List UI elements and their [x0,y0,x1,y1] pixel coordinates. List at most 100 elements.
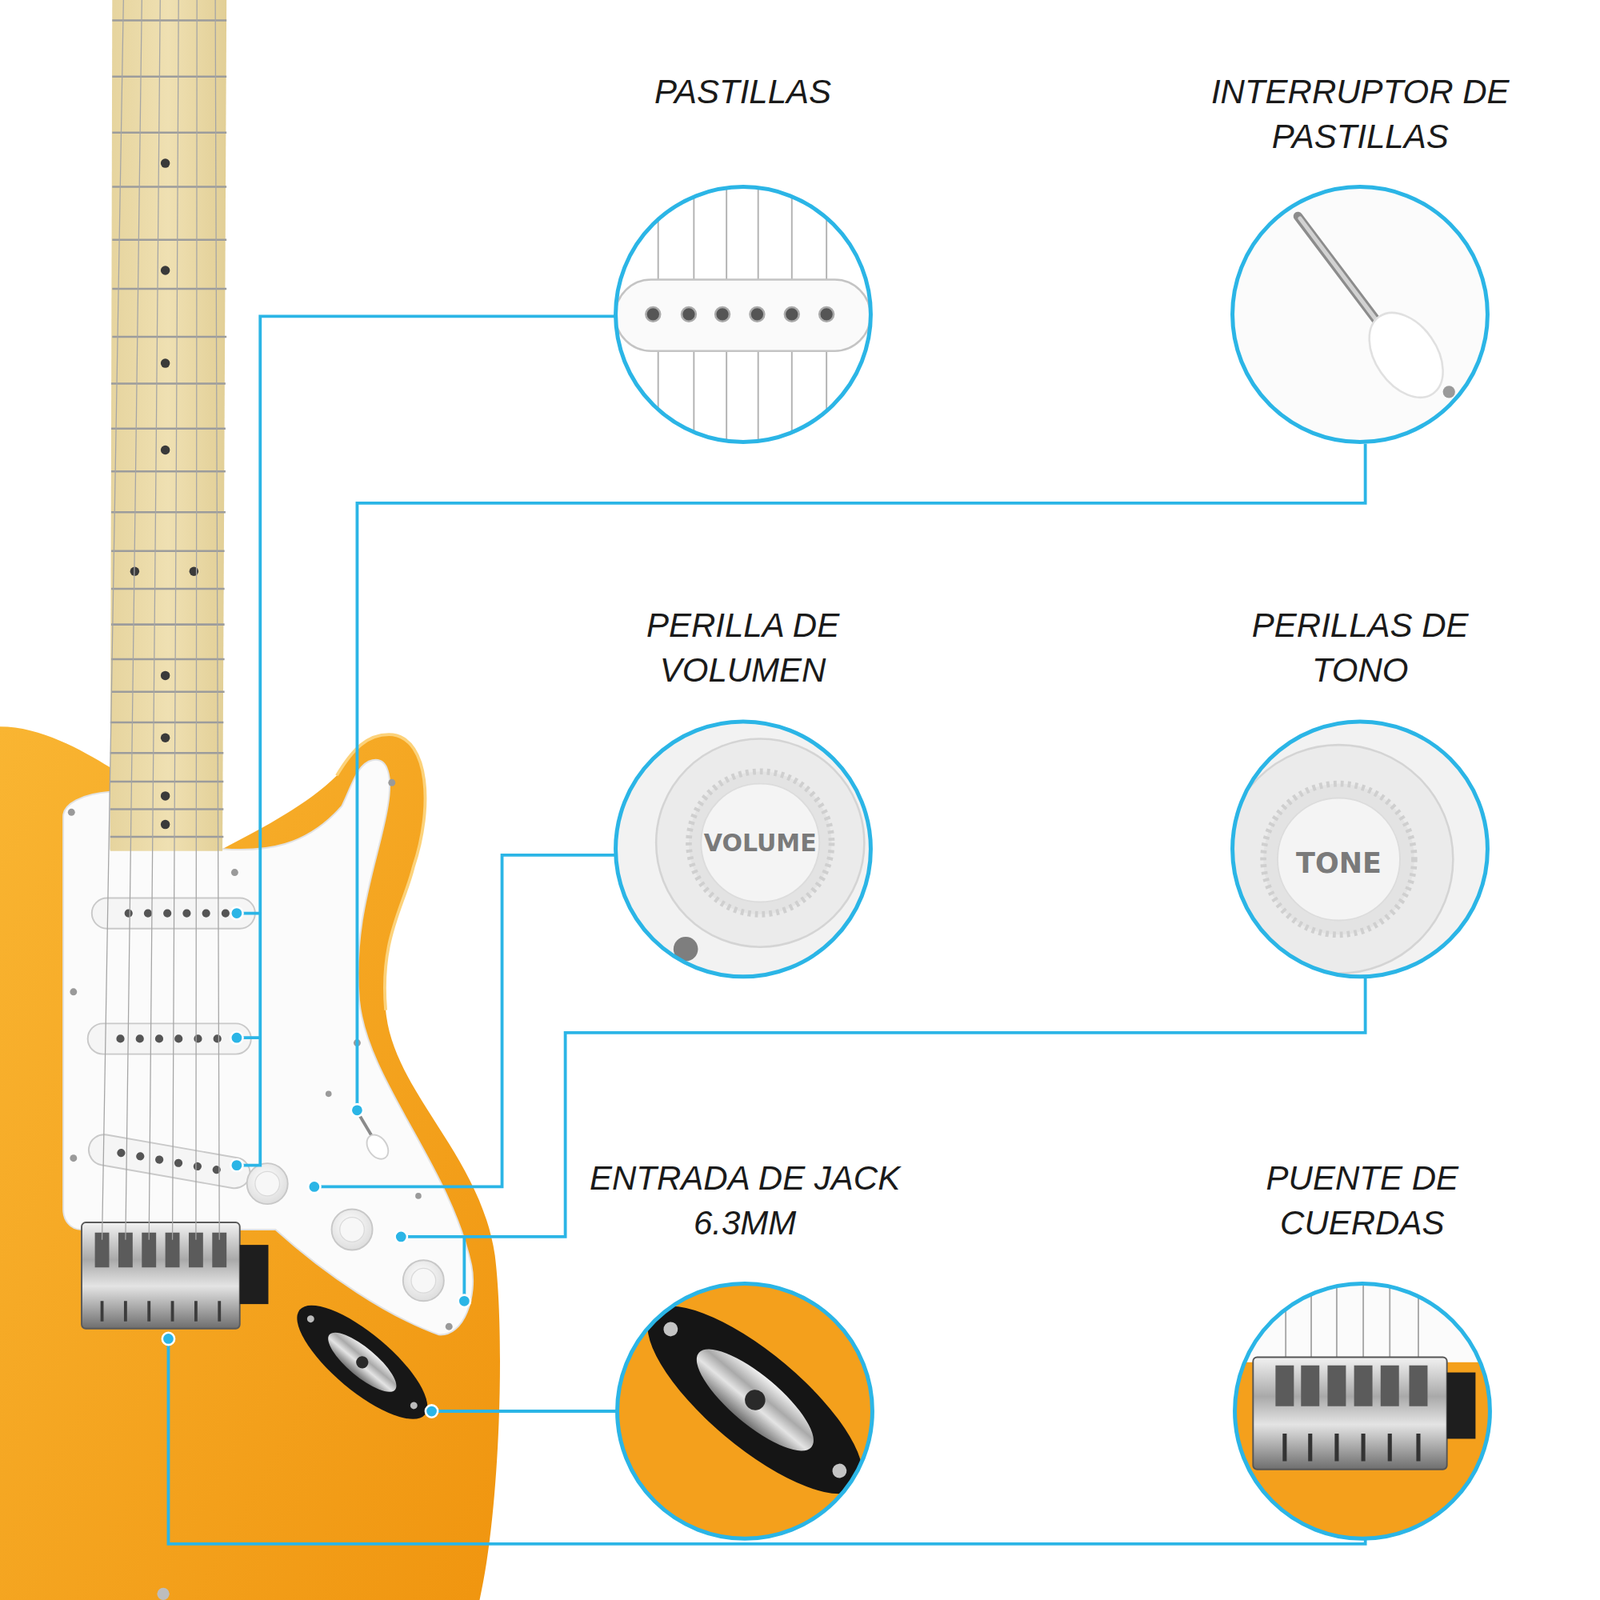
tone-knob [332,1208,373,1250]
leader-dot [230,907,243,920]
jack-plate [281,1288,444,1437]
knob-top [1277,797,1400,920]
tone-knob [403,1260,444,1301]
pole-pieces [116,1034,221,1043]
screw [408,1400,420,1412]
bridge-saddles [95,1232,228,1268]
bridge-plate [81,1222,240,1329]
tremolo-block [240,1244,269,1304]
pickup-cover [86,1132,253,1191]
leader-line [432,1409,618,1413]
tremolo-block [1447,1372,1476,1440]
fret-marker [160,791,170,800]
knob-top [255,1171,280,1196]
fret-marker [160,671,170,680]
tone-knob-zoom [1224,719,1496,985]
leader-dot [230,1032,243,1044]
screw [415,1192,422,1200]
callout-heading: PUENTE DE CUERDAS [1206,1156,1519,1246]
zoom-ground [1229,1280,1500,1547]
leader-line [314,855,618,1188]
callout-circle: PASTILLAS [587,69,900,448]
bridge-screws [1284,1433,1419,1461]
screw [388,779,396,787]
zoom-ground [612,184,878,450]
callout-heading: PERILLA DE VOLUMEN [587,603,900,693]
pickup-cover [92,897,256,928]
bridge-screws [102,1300,220,1322]
switch-zoom [1229,184,1496,450]
jack-socket [740,1385,770,1415]
fret-marker [160,732,170,742]
pole-pieces [645,307,834,322]
leader-dot [308,1180,320,1193]
frets [110,20,227,837]
callout-circle: INTERRUPTOR DE PASTILLAS [1204,69,1516,448]
leader-dot [230,1159,243,1172]
neck-pickup [92,897,256,928]
knob-label: VOLUME [704,829,817,856]
bridge-pickup [86,1132,253,1191]
knob-skirt [1224,744,1454,974]
guitar-neck [110,0,227,852]
screw [445,1323,453,1331]
jack-chrome [683,1334,828,1467]
callout-heading: PERILLAS DE TONO [1204,603,1516,693]
switch-lever [1297,216,1380,324]
callout-circle-outline [1234,1284,1490,1540]
bridge-plate [1252,1356,1447,1469]
callout-circle-outline [617,1284,873,1540]
volume-knob-zoom [612,719,878,985]
jack-chrome [320,1324,404,1401]
bridge-saddles [1275,1365,1428,1407]
callout-circle: PERILLAS DE TONO TONE [1204,603,1516,982]
knob-label: TONE [1296,848,1382,880]
knob-ribs [1263,784,1415,936]
callout-heading: ENTRADA DE JACK 6.3MM [588,1156,901,1246]
middle-pickup [88,1023,252,1054]
pole-pieces [116,1148,222,1175]
screw [69,1154,77,1162]
knob-top [700,784,820,903]
leader-line [236,316,618,1165]
knob-top [411,1268,436,1293]
output-jack [281,1288,444,1437]
knob-ribs [688,771,832,915]
switch-lever [1300,218,1380,325]
callout-circle-outline [615,721,871,977]
leader-dot [351,1104,364,1116]
fret-marker [160,820,170,829]
callout-circle: PUENTE DE CUERDAS [1206,1156,1519,1544]
pickup-cover [88,1023,252,1054]
screw [829,1460,850,1481]
leader-dot [425,1404,438,1417]
screw [1443,385,1456,398]
zoom-ground [1229,184,1496,450]
bridge-zoom [1229,1280,1500,1547]
fret-marker [160,358,170,368]
leader-dot [458,1295,471,1308]
screw [231,868,239,876]
leader-dot [162,1332,175,1345]
screw [305,1313,316,1324]
strings [1285,1280,1419,1363]
leader-line [356,444,1365,1111]
pole-pieces [124,908,230,917]
screw [325,1091,332,1098]
leader-line [168,1338,1365,1544]
switch-tip [1354,299,1459,412]
pickup-cover [615,279,871,351]
callout-circle: PERILLA DE VOLUMEN VOLUME [587,603,900,982]
knob-top [340,1217,365,1243]
leader-line [400,977,1365,1301]
callout-heading: INTERRUPTOR DE PASTILLAS [1204,69,1516,160]
fret-marker [160,158,170,168]
volume-knob [247,1163,288,1204]
leader-dot [395,1230,408,1243]
pickup-zoom [612,184,878,450]
zoom-ground [612,719,878,985]
knob-skirt [656,738,864,947]
